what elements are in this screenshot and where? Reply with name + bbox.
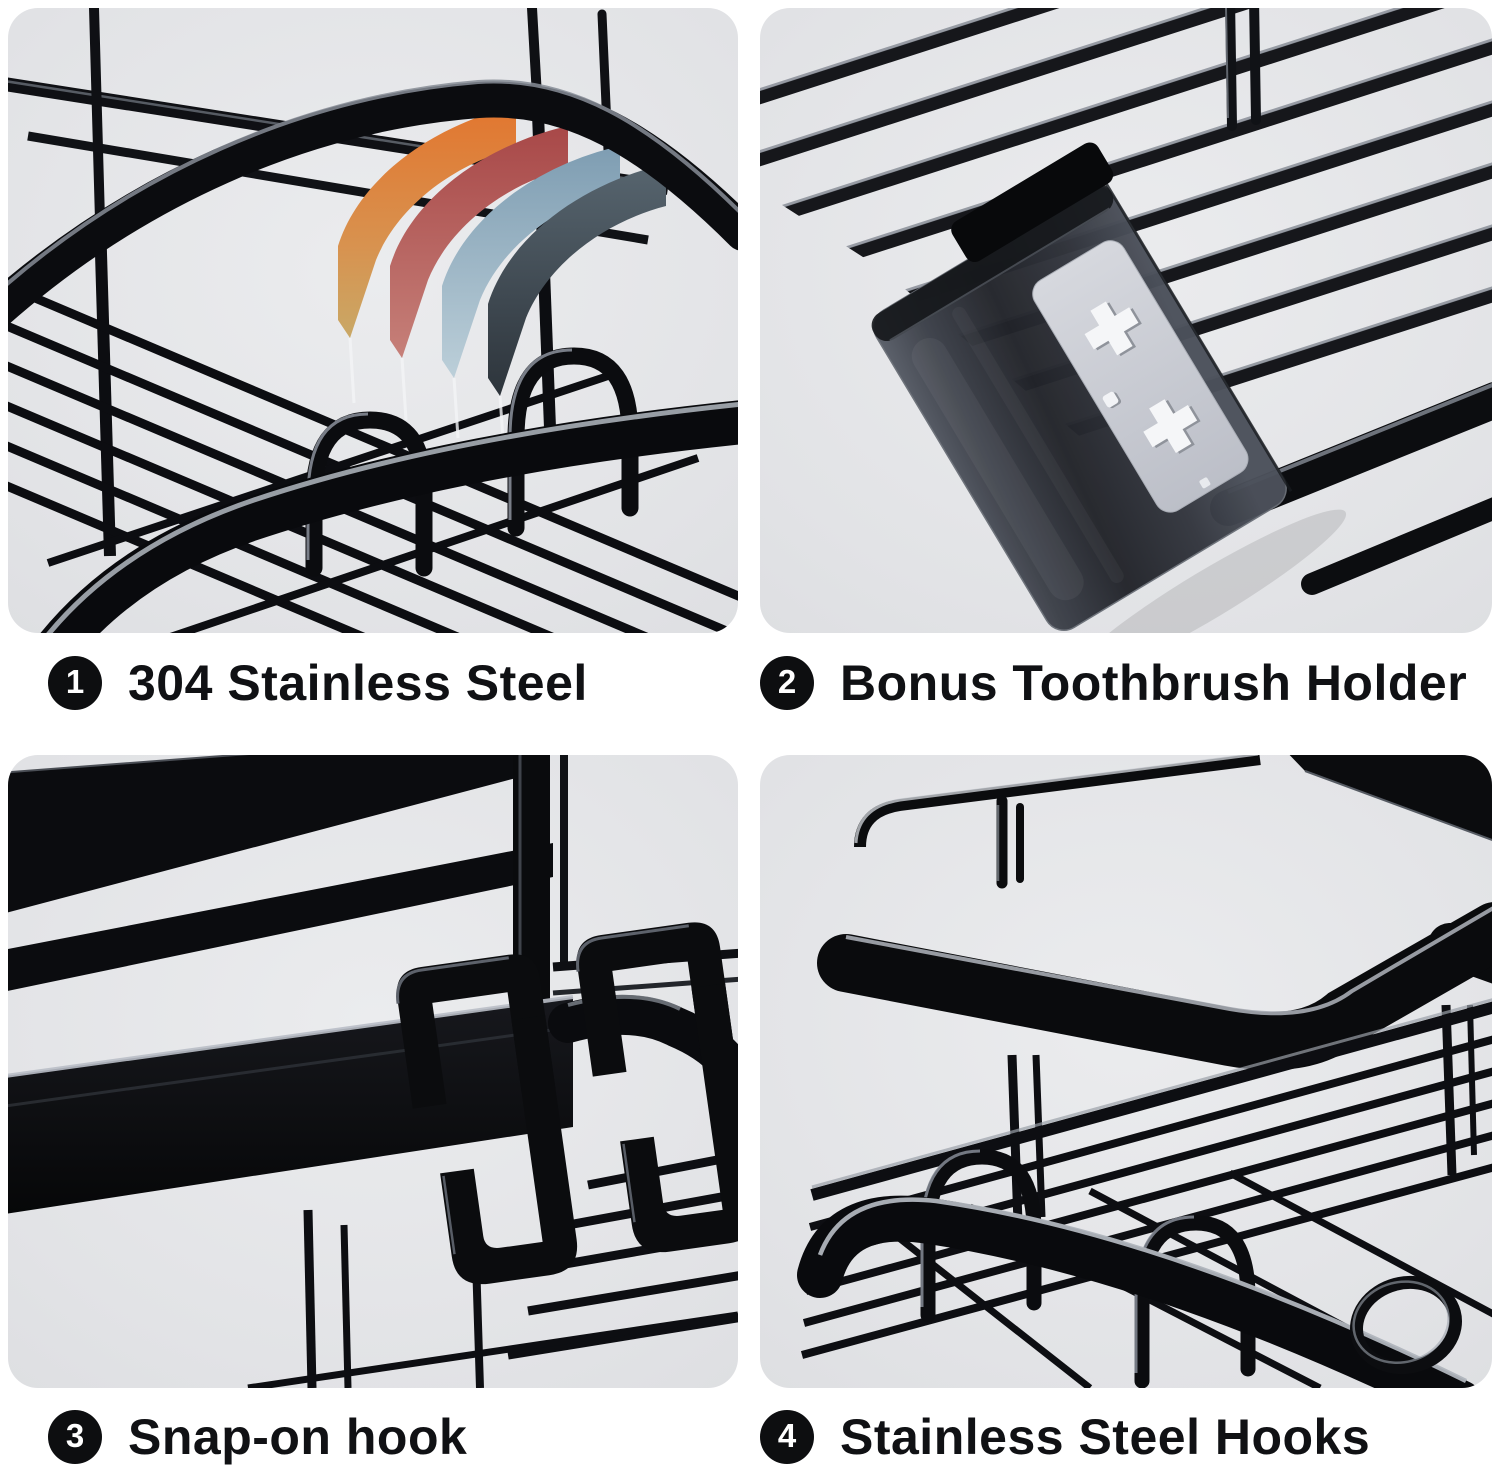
snap-on-hook bbox=[396, 954, 578, 1285]
top-frame bbox=[817, 755, 1492, 1070]
near-rim-band bbox=[797, 1195, 1478, 1388]
feature-label-4: Stainless Steel Hooks bbox=[840, 1409, 1371, 1465]
photo-panel-toothbrush-holder bbox=[760, 8, 1492, 633]
small-square-dot bbox=[1102, 391, 1122, 409]
number-badge-3: 3 bbox=[48, 1410, 102, 1464]
feature-label-3: Snap-on hook bbox=[128, 1409, 468, 1465]
number-badge-4: 4 bbox=[760, 1410, 814, 1464]
feature-label-1: 304 Stainless Steel bbox=[128, 655, 588, 711]
feature-caption-4: 4 Stainless Steel Hooks bbox=[760, 1406, 1492, 1468]
feature-caption-1: 1 304 Stainless Steel bbox=[48, 652, 738, 714]
near-rim-band bbox=[40, 400, 738, 633]
steel-hooks-image bbox=[797, 755, 1492, 1388]
side-hook-ring bbox=[1349, 1275, 1463, 1375]
feature-label-2: Bonus Toothbrush Holder bbox=[840, 655, 1468, 711]
cup-label bbox=[1032, 240, 1249, 513]
photo-panel-steel-layers bbox=[8, 8, 738, 633]
back-rim-band bbox=[8, 843, 553, 991]
rack-pins bbox=[1225, 8, 1261, 131]
number-badge-1: 1 bbox=[48, 656, 102, 710]
feature-caption-3: 3 Snap-on hook bbox=[48, 1406, 738, 1468]
snap-on-hook bbox=[576, 922, 738, 1253]
plus-icon bbox=[1143, 399, 1201, 454]
snap-on-hook-image bbox=[8, 755, 738, 1388]
cup-hanger-clip bbox=[951, 142, 1114, 263]
feature-caption-2: 2 Bonus Toothbrush Holder bbox=[760, 652, 1492, 714]
photo-panel-snap-on-hook bbox=[8, 755, 738, 1388]
steel-layer-fan bbox=[338, 106, 666, 455]
toothbrush-holder-cup bbox=[871, 142, 1347, 633]
toothbrush-holder-image bbox=[760, 8, 1492, 633]
number-badge-2: 2 bbox=[760, 656, 814, 710]
upper-rim-band bbox=[8, 79, 738, 326]
steel-layers-basket-image bbox=[8, 8, 738, 633]
wall-rail-band bbox=[8, 755, 520, 913]
hang-bar bbox=[8, 995, 574, 1214]
plus-icon bbox=[1084, 301, 1142, 357]
photo-panel-steel-hooks bbox=[760, 755, 1492, 1388]
